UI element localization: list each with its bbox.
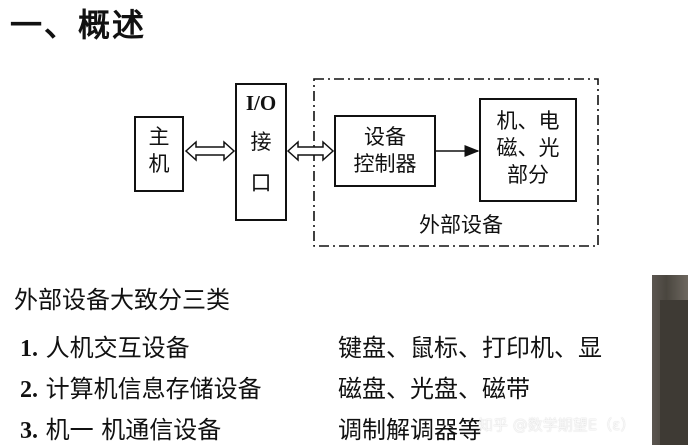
parts-label-line: 部分	[507, 163, 549, 187]
category-examples: 键盘、鼠标、打印机、显	[338, 334, 602, 362]
category-row: 3. 机一 机通信设备	[20, 410, 221, 445]
host-label-line: 主	[148, 125, 170, 149]
parts-label-line: 机、电	[496, 109, 560, 133]
category-name: 人机交互设备	[45, 334, 190, 362]
category-number: 1.	[20, 336, 38, 362]
device-controller-label: 设备 控制器	[335, 124, 435, 178]
category-number: 3.	[20, 418, 38, 444]
presenter-photo-shadow	[660, 300, 688, 445]
host-box	[134, 116, 184, 192]
io-interface-box	[235, 83, 287, 221]
controller-label-line: 控制器	[353, 152, 417, 176]
host-label: 主 机	[135, 124, 183, 178]
category-row: 2. 计算机信息存储设备	[20, 369, 262, 404]
io-system-diagram	[134, 78, 599, 247]
double-arrow-io-controller	[286, 140, 335, 162]
io-label-line: 接	[250, 130, 272, 154]
category-row: 1. 人机交互设备	[20, 328, 190, 363]
mechanical-parts-box	[479, 98, 577, 202]
io-title: I/O	[245, 91, 277, 115]
device-controller-box	[334, 115, 436, 187]
host-label-line: 机	[148, 152, 170, 176]
watermark-text: 知乎 @数学期望E（ε）	[478, 416, 636, 434]
category-examples: 调制解调器等	[338, 416, 482, 444]
parts-label-line: 磁、光	[496, 136, 560, 160]
mechanical-parts-label: 机、电 磁、光 部分	[480, 108, 576, 189]
io-interface-label: I/O 接 口	[236, 90, 286, 197]
double-arrow-host-io	[184, 140, 236, 162]
controller-label-line: 设备	[364, 125, 406, 149]
external-device-region	[313, 78, 599, 247]
category-name: 计算机信息存储设备	[45, 375, 262, 403]
page-heading: 一、概述	[10, 6, 147, 44]
io-label-line: 口	[250, 171, 272, 195]
category-number: 2.	[20, 377, 38, 403]
external-device-label: 外部设备	[419, 213, 503, 237]
categories-intro: 外部设备大致分三类	[14, 286, 230, 314]
category-name: 机一 机通信设备	[45, 416, 222, 444]
category-examples: 磁盘、光盘、磁带	[338, 375, 530, 403]
